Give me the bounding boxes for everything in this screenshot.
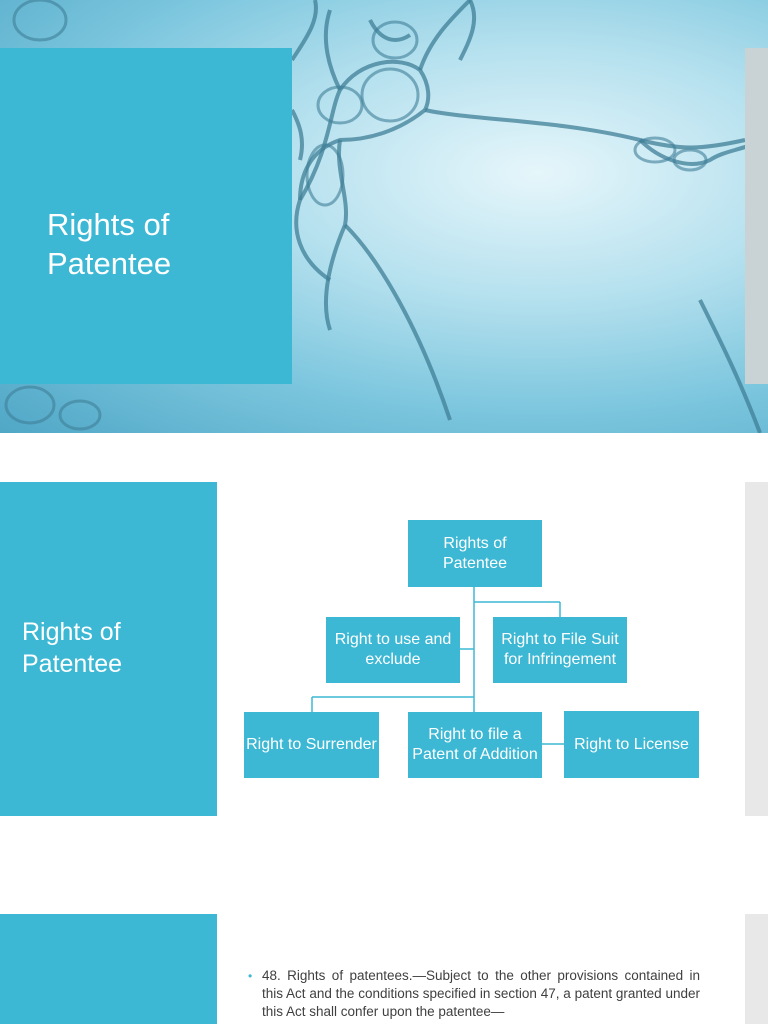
bullet-item: • 48. Rights of patentees.—Subject to th… <box>248 967 700 1021</box>
diagram-node-file-suit: Right to File Suit for Infringement <box>493 617 627 683</box>
slide-title: Rights of Patentee <box>47 207 172 281</box>
diagram-node-use-exclude: Right to use and exclude <box>326 617 460 683</box>
diagram-node-surrender: Right to Surrender <box>244 712 379 778</box>
slide-1: Rights of Patentee <box>0 0 768 433</box>
diagram-node-root: Rights of Patentee <box>408 520 542 587</box>
slide-side-bar <box>745 48 768 384</box>
bubble-background-image <box>4 0 762 433</box>
title-box <box>0 914 217 1024</box>
title-box <box>0 482 217 816</box>
bullet-icon: • <box>248 969 253 983</box>
slide-title: Rights of Patentee <box>22 618 123 678</box>
slide-side-bar <box>745 482 768 816</box>
diagram-node-license: Right to License <box>564 711 699 778</box>
diagram-node-addition: Right to file a Patent of Addition <box>408 712 542 778</box>
title-box <box>0 48 292 384</box>
bullet-text: 48. Rights of patentees.—Subject to the … <box>262 968 700 1019</box>
slide-side-bar <box>745 914 768 1024</box>
